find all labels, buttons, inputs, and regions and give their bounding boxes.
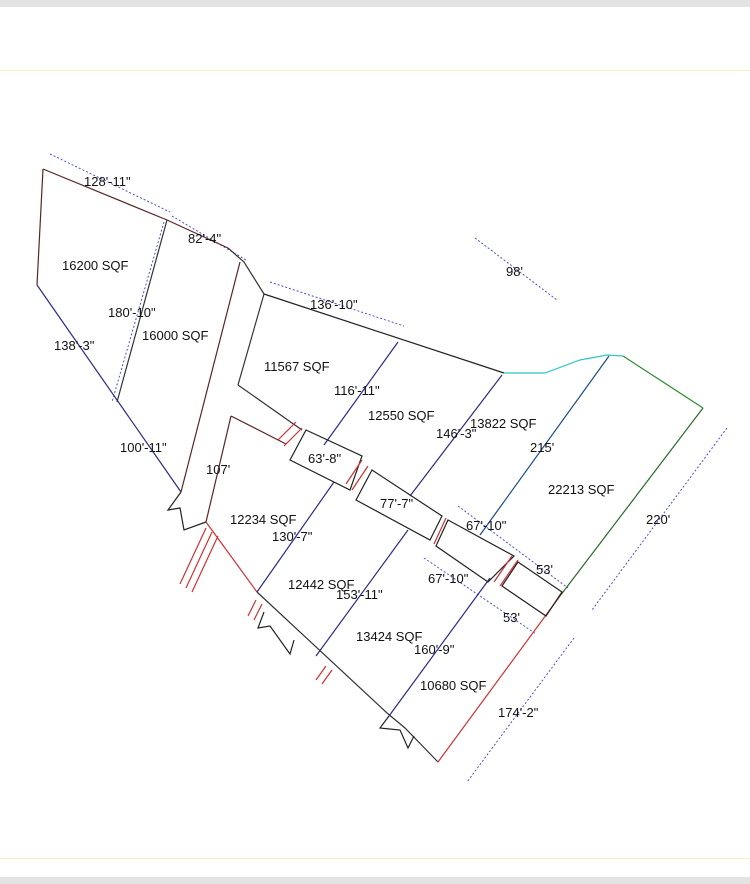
notch-west (166, 491, 207, 531)
dim-line-220 (591, 427, 728, 611)
top-rule (0, 70, 750, 71)
road-south-edge-1 (230, 415, 287, 445)
southeast-boundary (437, 595, 561, 763)
notch-middle (257, 611, 295, 656)
lot-area-label: 10680 SQF (420, 678, 487, 693)
road-stub-4a (499, 559, 519, 587)
lot-line-9-10 (388, 577, 491, 717)
dimension-label: 77'-7" (380, 496, 414, 511)
road-segment-4 (501, 561, 563, 617)
road-stub-3a (433, 517, 447, 545)
hash-mark (253, 603, 263, 621)
bottom-rule (0, 858, 750, 859)
dimension-label: 130'-7" (272, 529, 313, 544)
dim-line-180-10 (111, 221, 165, 403)
lot-line-5-6 (479, 355, 610, 536)
dimension-label: 180'-10" (108, 305, 156, 320)
lot-line-3-west (237, 293, 265, 386)
creek-boundary (504, 354, 624, 374)
dimension-label: 53' (503, 610, 520, 625)
lot-line-3-4 (323, 341, 399, 446)
hash-mark (179, 527, 207, 585)
boundary (36, 168, 704, 763)
dim-line-53-b (423, 557, 537, 635)
dimension-label: 128'-11" (84, 174, 131, 189)
dimension-lines (49, 153, 728, 783)
south-boundary (386, 712, 439, 763)
dimension-label: 136'-10" (310, 297, 358, 312)
north-boundary-jog (227, 247, 265, 295)
road-stub-2a (351, 465, 369, 491)
road-segments (277, 421, 563, 617)
lot-labels: 16200 SQF 16000 SQF 11567 SQF 12550 SQF … (62, 258, 615, 693)
hash-mark (247, 599, 257, 617)
dimension-label: 63'-8" (308, 451, 342, 466)
lot-line-4-5 (409, 374, 503, 497)
dimension-label: 160'-9" (414, 642, 455, 657)
dimension-label: 82'-4" (188, 231, 222, 246)
dimension-labels: 128'-11" 82'-4" 98' 136'-10" 180'-10" 13… (54, 174, 670, 720)
lot-lines (116, 219, 610, 717)
lot-line-2-road (180, 261, 241, 493)
lot-area-label: 22213 SQF (548, 482, 615, 497)
road-stub-4b (493, 555, 513, 583)
west-boundary-top (36, 168, 44, 286)
lot-area-label: 11567 SQF (264, 359, 330, 374)
hash-mark (185, 531, 213, 589)
dim-line-174-2 (466, 637, 575, 783)
dimension-label: 215' (530, 440, 554, 455)
lot-area-label: 13424 SQF (356, 629, 423, 644)
lot-line-1-2 (116, 219, 168, 403)
dimension-label: 116'-11" (334, 383, 380, 398)
lot-area-label: 12550 SQF (368, 408, 435, 423)
road-segment-2 (355, 469, 443, 541)
lot-area-label: 12442 SQF (288, 577, 355, 592)
road-north-edge-1 (237, 384, 303, 431)
dim-line-53-a (457, 505, 569, 589)
east-boundary (559, 407, 704, 597)
dimension-label: 146'-3" (436, 426, 477, 441)
northeast-boundary (622, 355, 704, 409)
lot-7-south-boundary (205, 521, 258, 593)
dimension-label: 67'-10" (466, 518, 507, 533)
lot-line-7-8 (256, 481, 335, 593)
lot-area-label: 16000 SQF (142, 328, 209, 343)
dimension-label: 67'-10" (428, 571, 469, 586)
road-segment-1 (289, 429, 363, 491)
notch-south (378, 715, 415, 750)
lot-line-8-9 (315, 529, 409, 657)
lots-8-9-south-boundary (256, 591, 388, 714)
lot-area-label: 12234 SQF (230, 512, 297, 527)
road-stub-2b (345, 459, 363, 485)
dimension-label: 98' (506, 264, 523, 279)
dimension-label: 174'-2" (498, 705, 539, 720)
bottom-bar (0, 877, 750, 884)
road-segment-3 (435, 519, 515, 583)
lot-area-label: 13822 SQF (470, 416, 537, 431)
top-bar (0, 0, 750, 7)
lot-area-label: 16200 SQF (62, 258, 129, 273)
dimension-label: 100'-11" (120, 440, 167, 455)
road-stub-1a (283, 427, 303, 447)
dim-line-98 (474, 237, 558, 301)
dimension-label: 153'-11" (336, 587, 383, 602)
road-stub-1b (277, 421, 297, 441)
dim-line-136-10 (269, 281, 405, 327)
lot-line-7-west (205, 415, 232, 523)
north-boundary-middle (263, 293, 505, 374)
hash-marks (166, 491, 415, 750)
hash-mark (315, 665, 327, 681)
dimension-label: 220' (646, 512, 670, 527)
dimension-label: 53' (536, 562, 553, 577)
hash-mark (191, 535, 219, 593)
hash-mark (321, 669, 333, 685)
west-boundary (36, 284, 182, 493)
dimension-label: 138'-3" (54, 338, 95, 353)
dimension-label: 107' (206, 462, 230, 477)
